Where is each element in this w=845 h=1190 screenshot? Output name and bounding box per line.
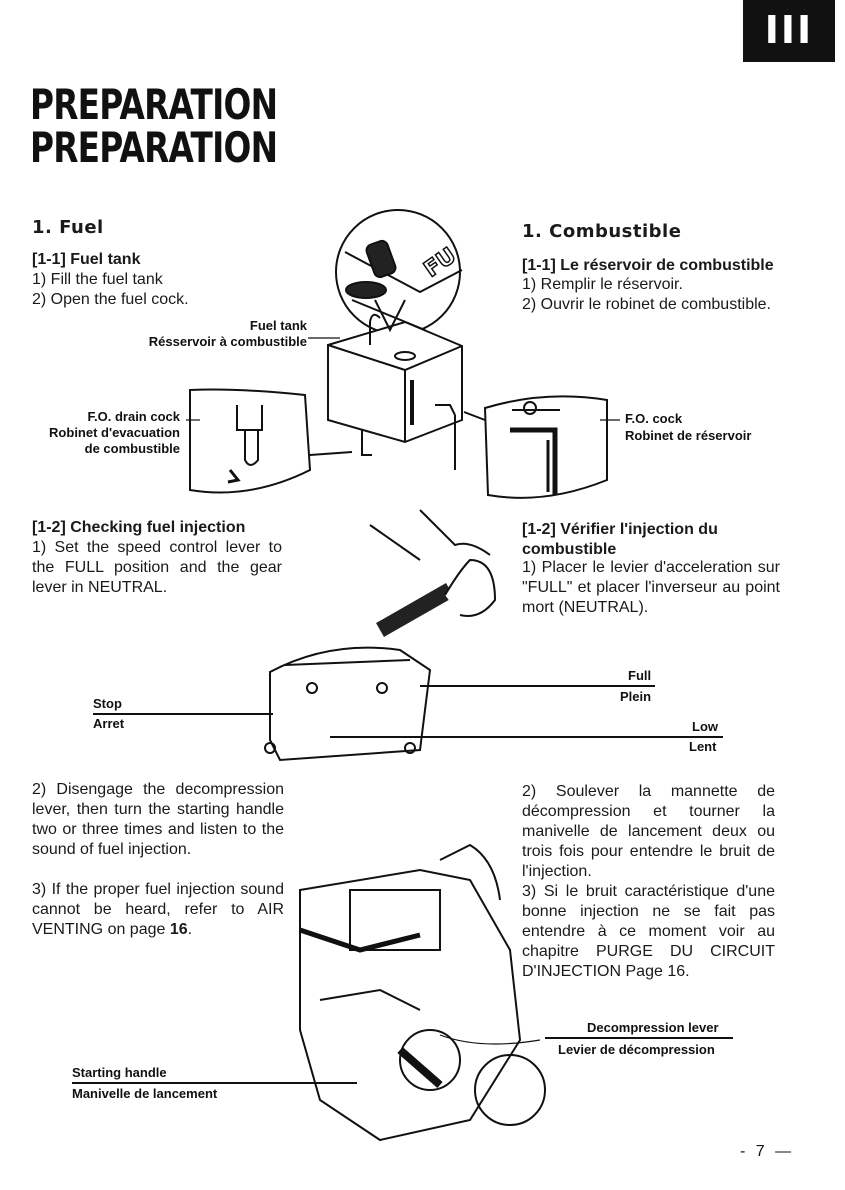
reservoir-subheading: [1-1] Le réservoir de combustible: [522, 257, 774, 274]
injection-step-3-text: 3) If the proper fuel injection sound ca…: [32, 881, 284, 938]
fuel-cap-inset: FU: [335, 209, 463, 335]
injection-step-2: 2) Disengage the decompression lever, th…: [32, 781, 284, 858]
arret-label: Arret: [93, 716, 125, 731]
fuel-tank-label: Fuel tank: [249, 318, 307, 333]
reservoir-step-1: 1) Remplir le réservoir.: [522, 276, 683, 293]
section-tab: III: [743, 0, 835, 62]
control-box: [264, 646, 432, 762]
fuel-tank-label-fr: Résservoir à combustible: [148, 334, 307, 349]
page-title: PREPARATION: [30, 80, 278, 129]
injection-step-1-fr: 1) Placer le levier d'acceleration sur "…: [522, 559, 780, 616]
fuel-step-1: 1) Fill the fuel tank: [32, 271, 163, 288]
fuel-tank: [327, 299, 463, 470]
low-leader-line: [330, 736, 723, 738]
injection-subheading: [1-2] Checking fuel injection: [32, 519, 246, 536]
drain-cock-label: F.O. drain cock: [87, 409, 180, 424]
reservoir-step-2: 2) Ouvrir le robinet de combustible.: [522, 296, 771, 313]
fuel-tank-subheading: [1-1] Fuel tank: [32, 251, 141, 268]
drain-cock-label-fr1: Robinet d'evacuation: [49, 425, 180, 440]
stop-leader-line: [93, 713, 273, 715]
engine-illustration: [299, 843, 546, 1142]
combustible-heading: 1. Combustible: [522, 221, 682, 242]
drain-cock-inset: [189, 388, 353, 494]
starting-handle-label-fr: Manivelle de lancement: [72, 1086, 218, 1101]
fuel-step-2: 2) Open the fuel cock.: [32, 291, 189, 308]
full-label: Full: [628, 668, 652, 683]
fo-cock-label-fr: Robinet de réservoir: [625, 428, 752, 443]
page-title-french: PREPARATION: [30, 123, 278, 172]
starting-handle-label: Starting handle: [72, 1065, 167, 1080]
starting-handle-leader-line: [72, 1082, 357, 1084]
lent-label: Lent: [689, 739, 717, 754]
low-label: Low: [692, 719, 718, 734]
injection-step-3-fr: 3) Si le bruit caractéristique d'une bon…: [522, 883, 775, 980]
page-number: - 7 —: [740, 1143, 795, 1160]
fuel-heading: 1. Fuel: [32, 217, 104, 238]
stop-label: Stop: [93, 696, 122, 711]
injection-step-2-fr: 2) Soulever la mannette de décompression…: [522, 783, 775, 880]
injection-subheading-fr2: combustible: [522, 541, 617, 558]
injection-subheading-fr: [1-2] Vérifier l'injection du: [522, 521, 718, 538]
decompression-lever-label-fr: Levier de décompression: [558, 1042, 715, 1057]
plein-label: Plein: [620, 689, 652, 704]
injection-step-1: 1) Set the speed control lever to the FU…: [32, 539, 282, 596]
fo-cock-label: F.O. cock: [625, 411, 683, 426]
injection-step-3: 3) If the proper fuel injection sound ca…: [32, 881, 284, 938]
air-venting-page-ref: 16: [169, 921, 188, 938]
decompression-leader-line: [545, 1037, 733, 1039]
fo-cock-inset: [463, 395, 608, 499]
full-leader-line: [420, 685, 655, 687]
drain-cock-label-fr2: de combustible: [84, 441, 180, 456]
hand-lever: [369, 509, 497, 637]
decompression-lever-label: Decompression lever: [587, 1020, 719, 1035]
